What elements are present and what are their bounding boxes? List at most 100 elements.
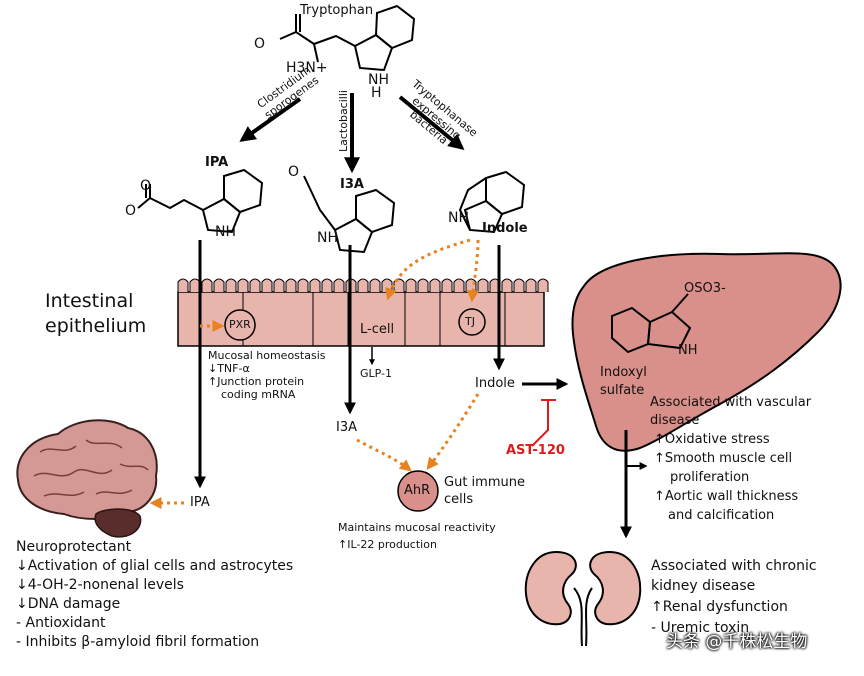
villus	[321, 278, 333, 292]
vascular-line-3: ↑Oxidative stress	[654, 432, 770, 447]
tryptophan-structure	[279, 4, 416, 72]
ipa-o2-label: O	[140, 178, 152, 194]
brain-illustration	[16, 419, 158, 538]
villus	[273, 278, 285, 292]
villus	[201, 278, 213, 292]
tj-label: TJ	[465, 315, 475, 328]
i3a-structure	[303, 175, 396, 254]
lactobacilli-label: Lactobacilli	[337, 90, 350, 152]
epithelium-title-2: epithelium	[45, 315, 147, 337]
mucosal-line-1: Mucosal homeostasis	[208, 349, 326, 362]
villus	[177, 278, 189, 292]
indole-title: Indole	[482, 221, 528, 236]
i3a-nh-label: NH	[317, 230, 338, 246]
gut-immune-1: Gut immune	[444, 475, 525, 490]
vascular-line-7: and calcification	[668, 508, 775, 523]
ckd-line-4: - Uremic toxin	[651, 620, 750, 636]
ckd-line-1: Associated with chronic	[651, 558, 817, 574]
ipa-title: IPA	[205, 155, 229, 170]
villus	[261, 278, 273, 292]
mucosal-line-4: coding mRNA	[221, 388, 296, 401]
villus	[381, 278, 393, 292]
villus	[285, 278, 297, 292]
brain-effect-item: ↓4-OH-2-nonenal levels	[16, 577, 184, 593]
villus	[405, 278, 417, 292]
indoxyl-structure	[611, 293, 692, 354]
maintains-line-1: Maintains mucosal reactivity	[338, 521, 496, 534]
trp-nh-label: NH	[368, 72, 389, 88]
arrow-to-ipa	[239, 97, 302, 142]
brain-effect-item: ↓Activation of glial cells and astrocyte…	[16, 558, 294, 574]
liver-shape	[571, 252, 842, 452]
carboxylate-label: O	[254, 36, 266, 52]
villus	[297, 278, 309, 292]
brain-effect-item: ↓DNA damage	[16, 596, 121, 612]
indoxyl-label-2: sulfate	[600, 383, 645, 398]
ahr-label: AhR	[404, 483, 431, 498]
tj-junction	[458, 308, 486, 336]
villus	[525, 278, 537, 292]
villus	[453, 278, 465, 292]
ipa-nh-label: NH	[215, 224, 236, 240]
ckd-line-3: ↑Renal dysfunction	[651, 599, 788, 615]
pxr-receptor	[224, 309, 256, 341]
brain-effect-item: Neuroprotectant	[16, 539, 132, 555]
intestinal-epithelium	[177, 278, 549, 347]
villus	[369, 278, 381, 292]
ipa-lower-label: IPA	[190, 495, 210, 510]
villus	[477, 278, 489, 292]
i3a-title: I3A	[340, 177, 364, 192]
kidney-right	[589, 550, 642, 626]
vascular-line-6: ↑Aortic wall thickness	[654, 489, 799, 504]
mucosal-line-2: ↓TNF-α	[208, 362, 250, 375]
i3a-lower-label: I3A	[336, 420, 357, 435]
ckd-line-2: kidney disease	[651, 578, 756, 594]
villus	[429, 278, 441, 292]
ammonium-label: H3N+	[286, 60, 328, 76]
villus	[225, 278, 237, 292]
orange-arrow-lcell	[385, 238, 471, 301]
villus	[249, 278, 261, 292]
orange-arrow-tj	[466, 239, 480, 303]
villus	[501, 278, 513, 292]
vascular-line-1: Associated with vascular	[650, 395, 812, 410]
indole-lower-label: Indole	[475, 376, 515, 391]
villus	[357, 278, 369, 292]
arrow-to-indole	[398, 95, 465, 151]
villus	[213, 278, 225, 292]
orange-arrow-i3a-ahr	[356, 438, 412, 472]
trp-h-label: H	[371, 85, 382, 101]
kidneys	[524, 550, 642, 647]
villus	[513, 278, 525, 292]
kidney-left	[524, 550, 577, 626]
pxr-label: PXR	[229, 318, 251, 331]
epithelium-title-1: Intestinal	[45, 290, 134, 312]
villus	[417, 278, 429, 292]
vascular-line-2: disease	[650, 413, 700, 428]
brain-effect-item: - Inhibits β-amyloid fibril formation	[16, 634, 260, 650]
indole-structure	[458, 170, 526, 234]
villus	[237, 278, 249, 292]
villus	[441, 278, 453, 292]
indoxyl-label-1: Indoxyl	[600, 365, 647, 380]
brain-effects-list: Neuroprotectant ↓Activation of glial cel…	[16, 538, 293, 652]
mucosal-line-3: ↑Junction protein	[208, 375, 305, 388]
villus	[333, 278, 345, 292]
brain-effect-item: - Antioxidant	[16, 615, 106, 631]
watermark: 头条 @千株松生物	[666, 632, 808, 652]
tryptophan-label: Tryptophan	[300, 3, 374, 18]
indoxyl-nh-label: NH	[678, 343, 698, 358]
sulfate-label: OSO3-	[684, 281, 726, 296]
vascular-line-5: proliferation	[670, 470, 750, 485]
ahr-receptor	[397, 470, 439, 512]
villus	[537, 278, 549, 292]
vascular-line-4: ↑Smooth muscle cell	[654, 451, 793, 466]
glp1-label: GLP-1	[360, 367, 393, 380]
ipa-o-label: O	[125, 203, 137, 219]
lcell-label: L-cell	[360, 322, 395, 337]
gut-immune-2: cells	[444, 492, 474, 507]
indole-nh-label: NH	[448, 210, 469, 226]
aldehyde-o-label: O	[288, 164, 300, 180]
ipa-structure	[137, 168, 264, 234]
